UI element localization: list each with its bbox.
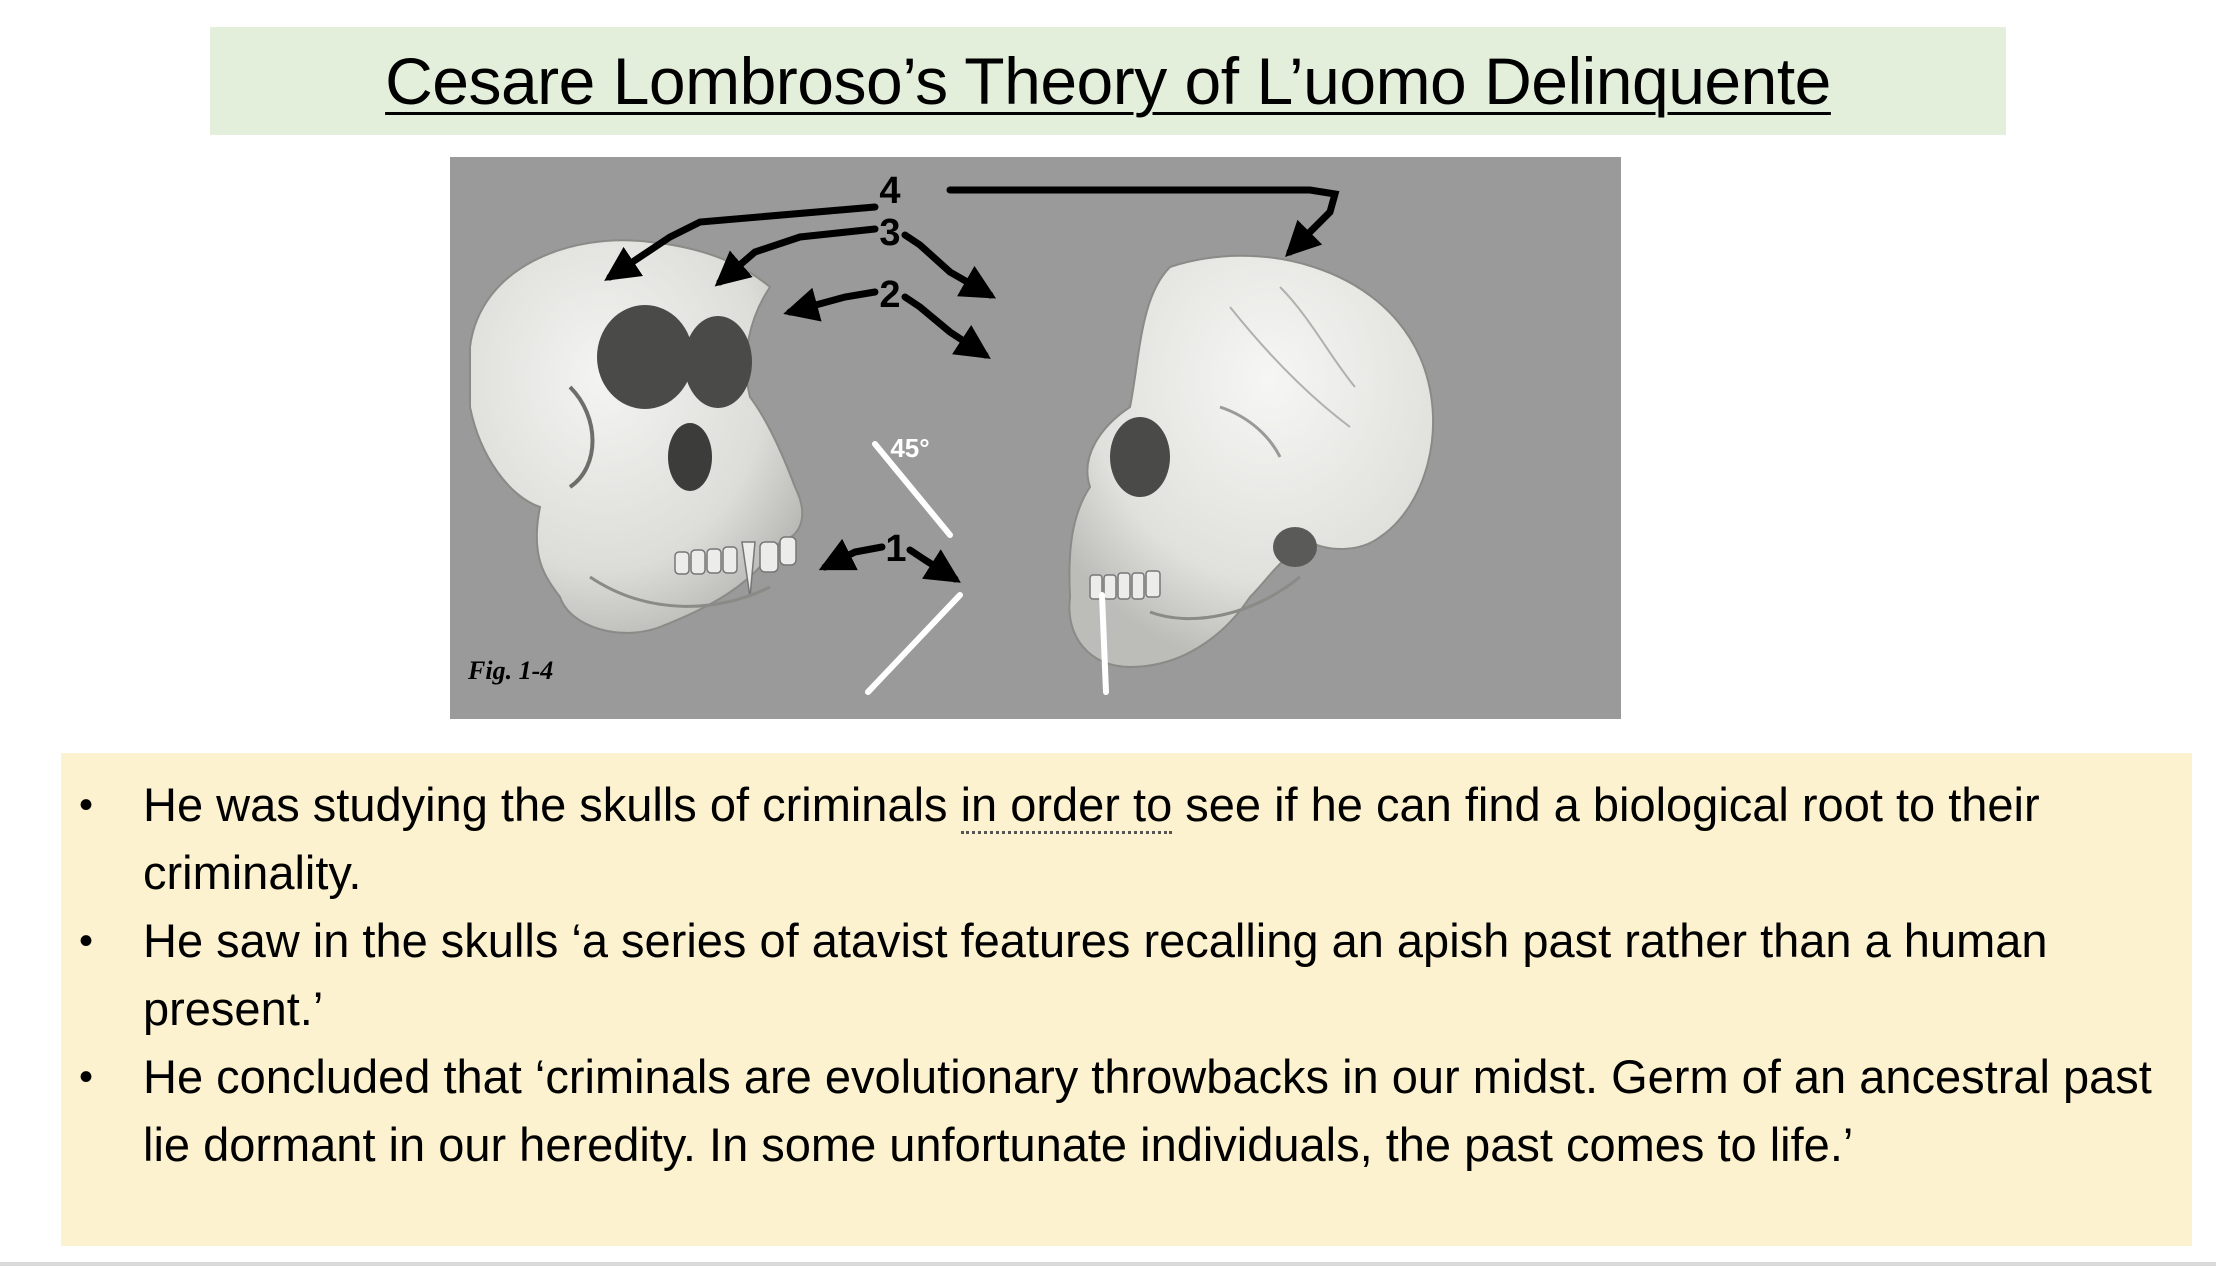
- bullet-text-underlined: in order to: [960, 778, 1173, 834]
- title-box: Cesare Lombroso’s Theory of L’uomo Delin…: [210, 27, 2006, 135]
- figure-caption: Fig. 1-4: [467, 656, 553, 685]
- skull-illustration: 4 3 2 1 45° Fig. 1-4: [467, 170, 1434, 695]
- comparison-arrows: [604, 186, 1340, 583]
- angle-lines: [865, 441, 1109, 695]
- bullet-item: • He saw in the skulls ‘a series of atav…: [61, 907, 2192, 1043]
- marker-4: 4: [879, 170, 900, 212]
- marker-2: 2: [879, 274, 900, 316]
- bullets-box: • He was studying the skulls of criminal…: [61, 753, 2192, 1246]
- ape-skull: [469, 239, 804, 634]
- bullet-symbol: •: [79, 783, 94, 827]
- bullet-text-pre: He was studying the skulls of criminals: [143, 778, 961, 831]
- slide-title: Cesare Lombroso’s Theory of L’uomo Delin…: [385, 44, 1831, 118]
- skull-comparison-figure: 4 3 2 1 45° Fig. 1-4: [450, 157, 1621, 719]
- bullet-item: • He was studying the skulls of criminal…: [61, 771, 2192, 907]
- bullet-symbol: •: [79, 1055, 94, 1099]
- angle-label: 45°: [890, 433, 929, 463]
- bullet-list: • He was studying the skulls of criminal…: [61, 753, 2192, 1179]
- marker-3: 3: [879, 212, 900, 254]
- bullet-item: • He concluded that ‘criminals are evolu…: [61, 1043, 2192, 1179]
- bullet-text-pre: He concluded that ‘criminals are evoluti…: [143, 1050, 2152, 1171]
- bullet-text-post: see if he can find a biological root to …: [143, 778, 2040, 899]
- bullet-text-pre: He saw in the skulls ‘a series of atavis…: [143, 914, 2048, 1035]
- marker-1: 1: [885, 528, 906, 570]
- bottom-rule: [0, 1262, 2216, 1266]
- bullet-symbol: •: [79, 919, 94, 963]
- human-skull: [1068, 254, 1434, 669]
